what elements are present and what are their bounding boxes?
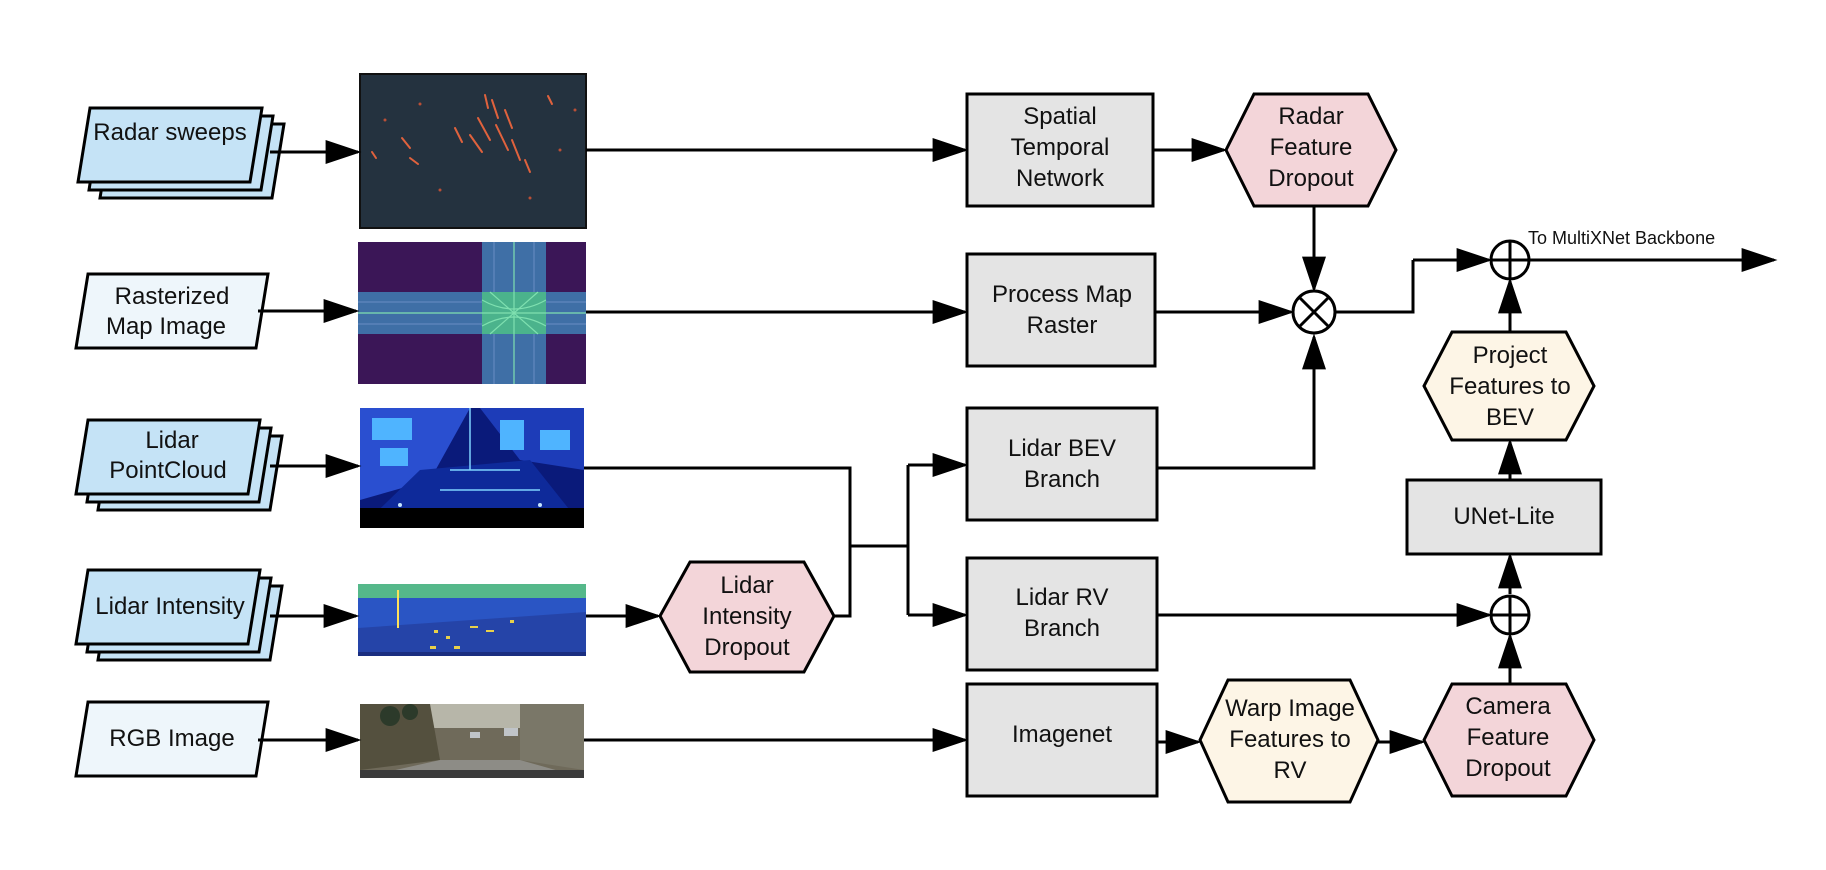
radar-image xyxy=(359,73,587,229)
warp-label-1: Warp Image xyxy=(1225,695,1355,722)
lidar-intensity-dropout-hex: Lidar Intensity Dropout xyxy=(658,560,836,674)
lidar-rv-label-2: Branch xyxy=(1024,615,1100,642)
project-label-3: BEV xyxy=(1486,404,1534,431)
warp-label-3: RV xyxy=(1274,757,1307,784)
output-label: To MultiXNet Backbone xyxy=(1528,228,1715,248)
input-lidar-int-label: Lidar Intensity xyxy=(95,593,244,620)
unet-label: UNet-Lite xyxy=(1453,503,1554,530)
input-radar-label: Radar sweeps xyxy=(93,119,246,146)
connectors xyxy=(258,138,1778,754)
unet-lite-box: UNet-Lite xyxy=(1405,478,1603,556)
lidar-pointcloud-image xyxy=(360,408,584,528)
input-map-label-2: Map Image xyxy=(106,313,226,340)
project-label-2: Features to xyxy=(1449,373,1570,400)
spatial-temporal-network-box: Spatial Temporal Network xyxy=(965,92,1155,208)
radar-feature-dropout-hex: Radar Feature Dropout xyxy=(1224,92,1398,208)
process-map-raster-box: Process Map Raster xyxy=(965,252,1157,368)
warp-label-2: Features to xyxy=(1229,726,1350,753)
input-radar-sweeps: Radar sweeps xyxy=(76,106,286,200)
input-rgb-image: RGB Image xyxy=(74,700,270,778)
spatial-label-3: Network xyxy=(1016,165,1105,192)
input-map-label-1: Rasterized xyxy=(115,283,230,310)
spatial-label-1: Spatial xyxy=(1023,103,1096,130)
project-label-1: Project xyxy=(1473,342,1548,369)
lidar-bev-label-2: Branch xyxy=(1024,466,1100,493)
multiply-operator xyxy=(1291,289,1337,335)
lidar-bev-label-1: Lidar BEV xyxy=(1008,435,1116,462)
lidar-dropout-label-2: Intensity xyxy=(702,603,791,630)
lidar-rv-label-1: Lidar RV xyxy=(1016,584,1109,611)
radar-dropout-label-1: Radar xyxy=(1278,103,1343,130)
input-lidar-intensity: Lidar Intensity xyxy=(74,568,284,662)
input-rasterized-map: Rasterized Map Image xyxy=(74,272,270,350)
lidar-rv-branch-box: Lidar RV Branch xyxy=(965,556,1159,672)
input-lidar-pc-label-1: Lidar xyxy=(145,427,198,454)
camera-dropout-label-1: Camera xyxy=(1465,693,1551,720)
add-operator-bottom xyxy=(1489,594,1531,636)
lidar-dropout-label-1: Lidar xyxy=(720,572,773,599)
camera-feature-dropout-hex: Camera Feature Dropout xyxy=(1422,682,1596,798)
map-raster-image xyxy=(358,242,586,384)
input-lidar-pc-label-2: PointCloud xyxy=(109,457,226,484)
camera-dropout-label-3: Dropout xyxy=(1465,755,1551,782)
spatial-label-2: Temporal xyxy=(1011,134,1110,161)
lidar-dropout-label-3: Dropout xyxy=(704,634,790,661)
imagenet-label: Imagenet xyxy=(1012,721,1112,748)
process-map-label-2: Raster xyxy=(1027,312,1098,339)
process-map-label-1: Process Map xyxy=(992,281,1132,308)
radar-dropout-label-2: Feature xyxy=(1270,134,1353,161)
project-features-to-bev-hex: Project Features to BEV xyxy=(1422,330,1596,442)
input-rgb-label: RGB Image xyxy=(109,725,234,752)
lidar-intensity-image xyxy=(358,584,586,656)
lidar-bev-branch-box: Lidar BEV Branch xyxy=(965,406,1159,522)
imagenet-box: Imagenet xyxy=(965,682,1159,798)
warp-image-features-hex: Warp Image Features to RV xyxy=(1198,678,1380,804)
rgb-image xyxy=(360,704,584,778)
input-lidar-pointcloud: Lidar PointCloud xyxy=(74,418,284,512)
add-operator-top xyxy=(1489,239,1531,281)
camera-dropout-label-2: Feature xyxy=(1467,724,1550,751)
radar-dropout-label-3: Dropout xyxy=(1268,165,1354,192)
